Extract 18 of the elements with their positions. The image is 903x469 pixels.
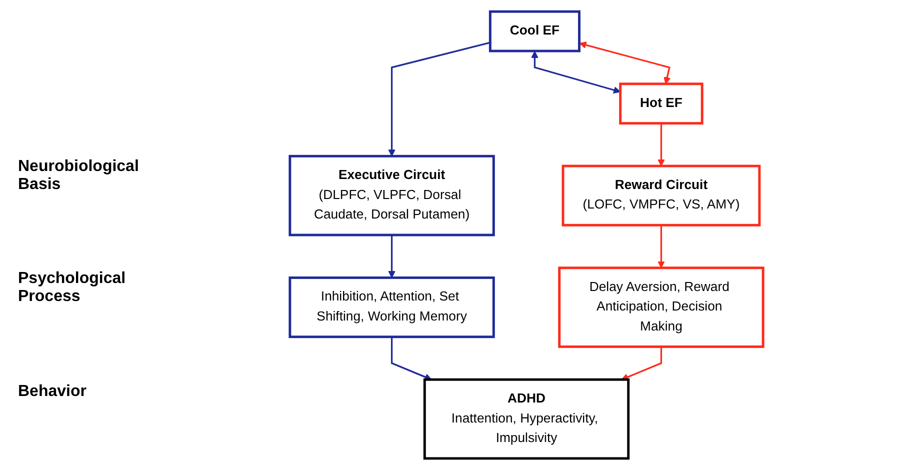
node-box: Reward Circuit (LOFC, VMPFC, VS, AMY) xyxy=(562,164,761,226)
node-box: Inhibition, Attention, Set Shifting, Working Memory xyxy=(288,276,495,338)
arrow xyxy=(388,41,490,156)
row-label: Neurobiological Basis xyxy=(18,158,140,194)
arrow xyxy=(388,234,396,278)
node-box: Cool EF xyxy=(488,10,580,52)
node-box: Executive Circuit (DLPFC, VLPFC, Dorsal Caudate, Dorsal Putamen) xyxy=(288,154,495,236)
arrow xyxy=(579,41,671,84)
arrow xyxy=(531,50,621,94)
row-label: Behavior xyxy=(18,382,88,401)
arrow xyxy=(658,122,665,166)
node-box: Hot EF xyxy=(619,82,704,124)
arrow xyxy=(390,336,432,380)
arrow xyxy=(658,224,665,268)
arrow xyxy=(621,346,662,380)
node-box: Delay Aversion, Reward Anticipation, Decision Making xyxy=(558,266,764,348)
row-label: Psychological Process xyxy=(18,270,127,306)
node-box: ADHD Inattention, Hyperactivity, Impulsivity xyxy=(423,378,630,460)
